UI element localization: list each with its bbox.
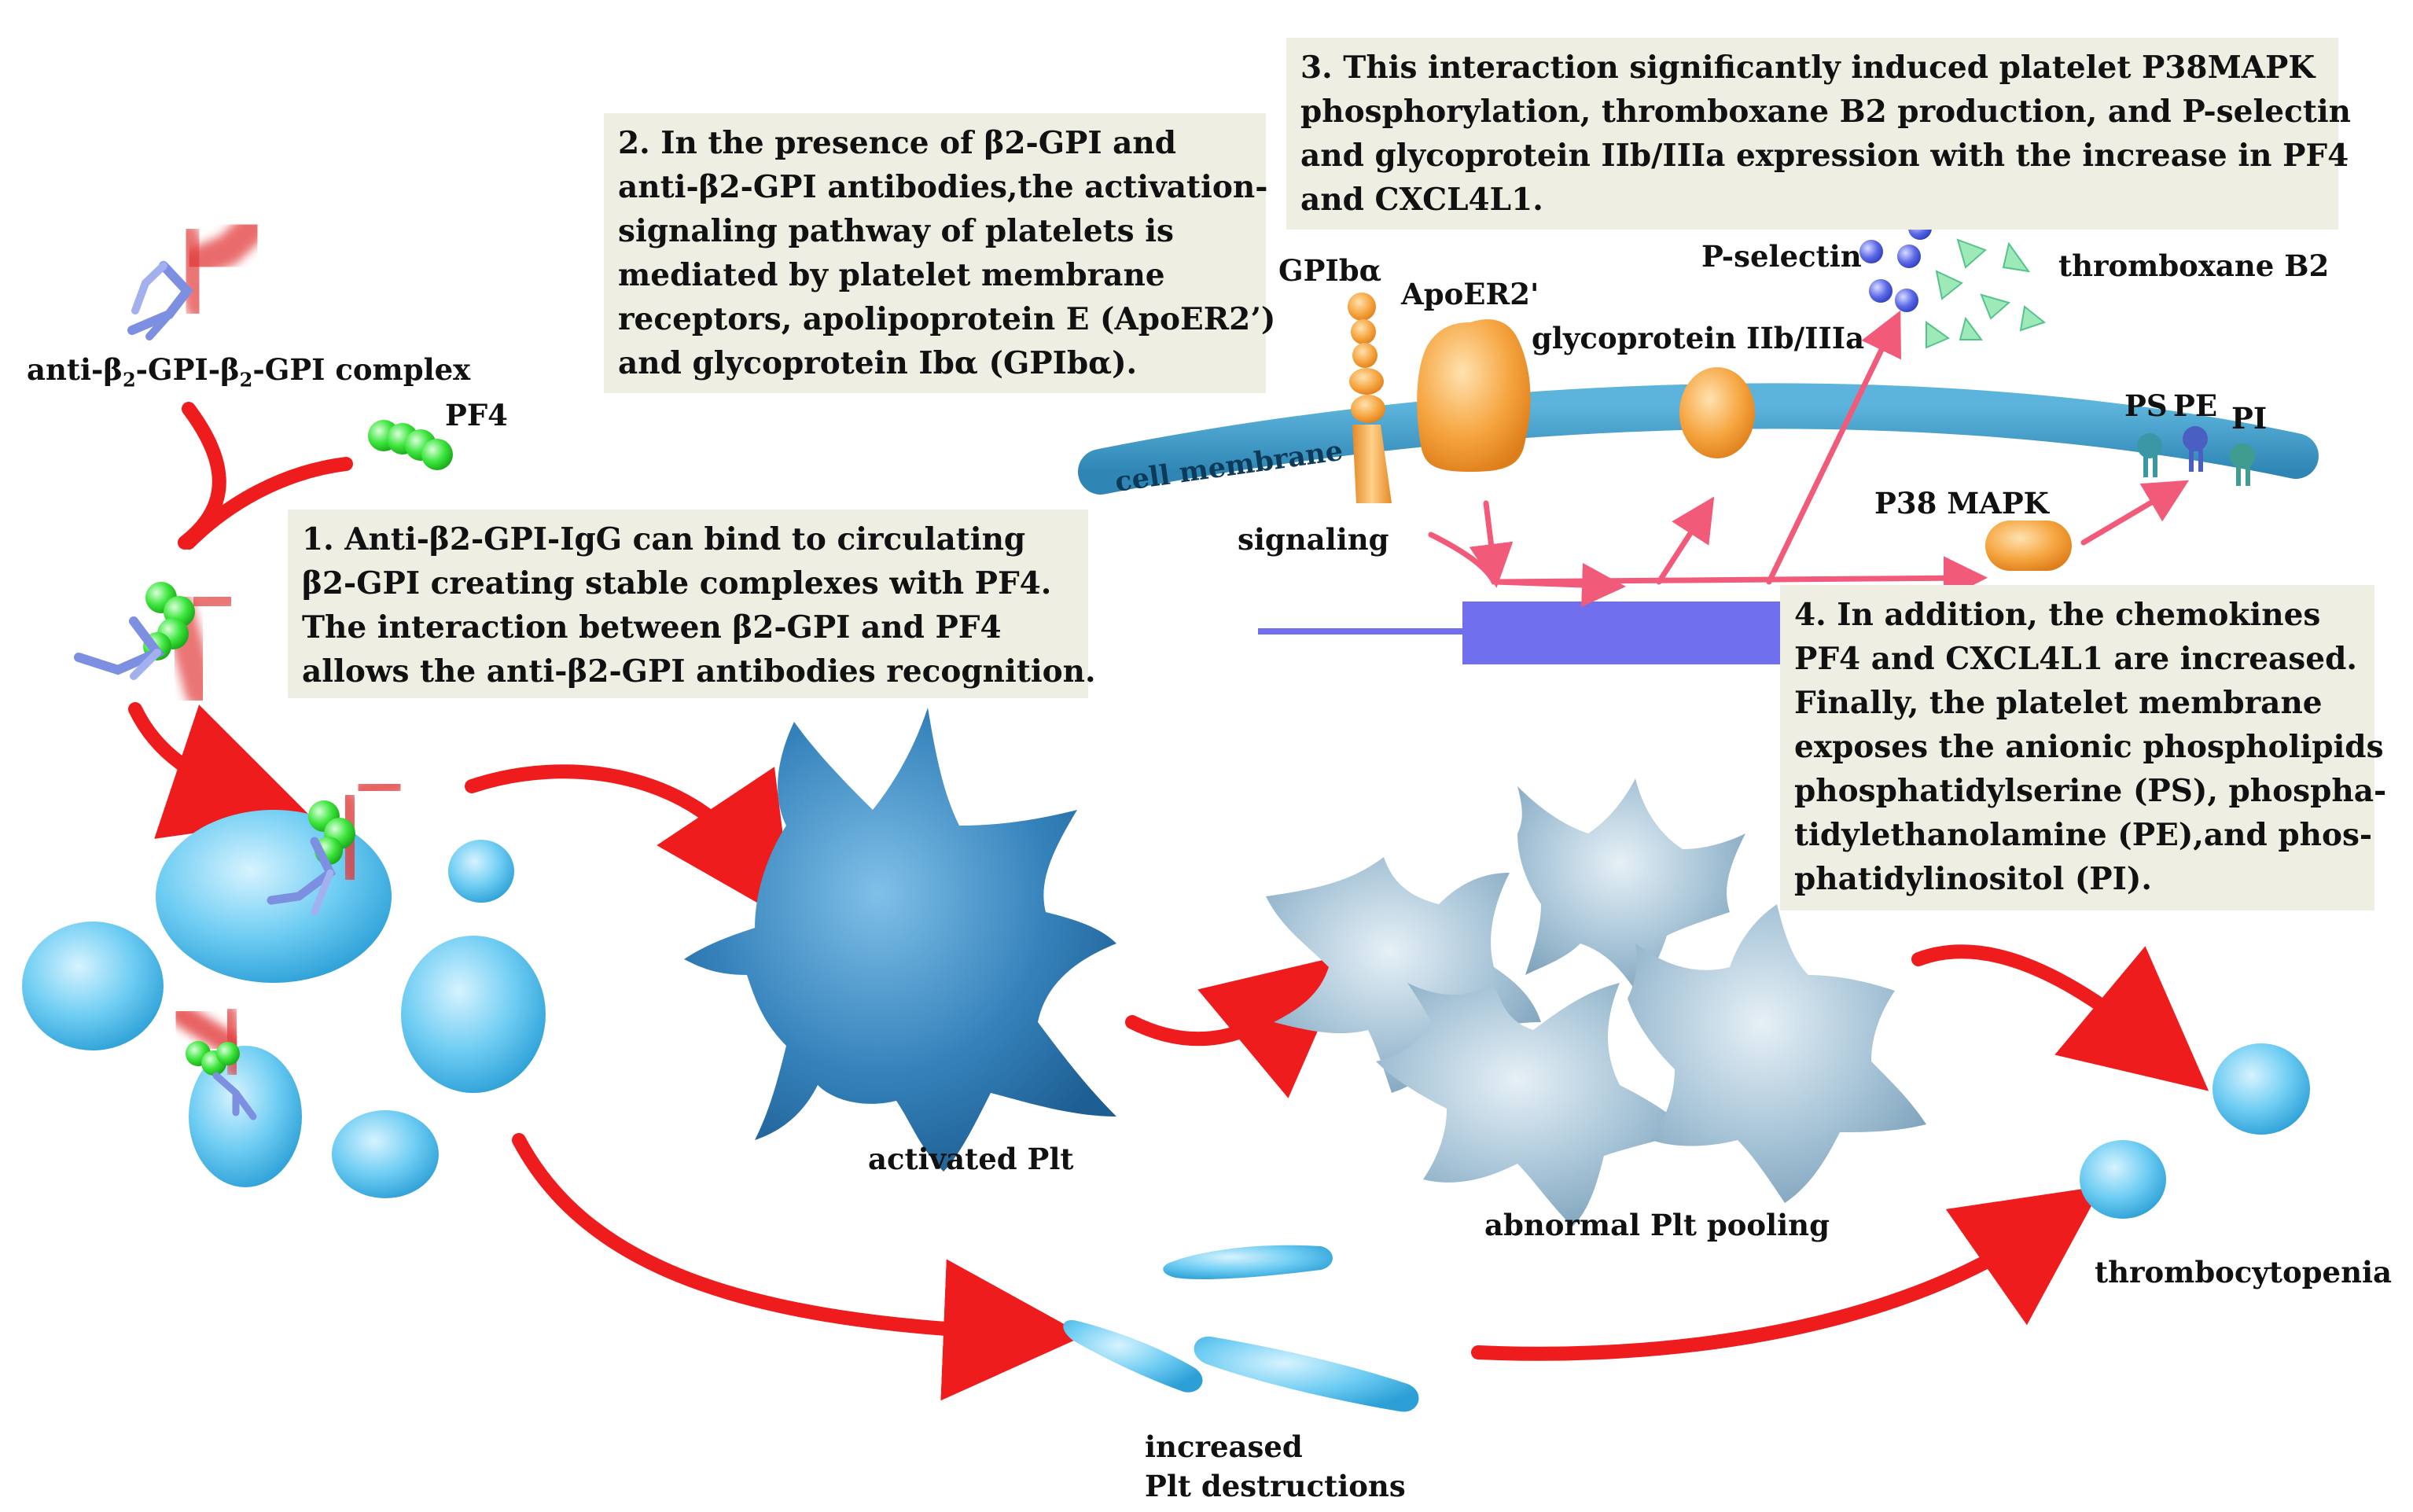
apoer2-receptor [1417, 319, 1531, 472]
step-1-box: 1. Anti-β2-GPI-IgG can bind to circulati… [288, 510, 1096, 698]
step-4-line-2: PF4 and CXCL4L1 are increased. [1794, 641, 2357, 677]
gp2b3a-label: glycoprotein IIb/IIIa [1532, 321, 1865, 355]
destruction-label-2: Plt destructions [1145, 1469, 1406, 1503]
pe-label: PE [2173, 388, 2218, 423]
step-3-box: 3. This interaction significantly induce… [1286, 38, 2352, 230]
pooling-label: abnormal Plt pooling [1484, 1208, 1830, 1242]
step-3-line-2: phosphorylation, thromboxane B2 producti… [1300, 94, 2352, 130]
activated-platelet-shape [684, 708, 1116, 1172]
step-4-line-7: phatidylinositol (PI). [1794, 861, 2152, 897]
step-4-line-6: tidylethanolamine (PE),and phos- [1794, 817, 2373, 853]
arrow-to-thrombocytopenia-2 [1471, 1186, 2102, 1361]
pf4-label: PF4 [445, 398, 508, 432]
thromboxane-label: thromboxane B2 [2058, 248, 2330, 283]
phospholipids [2137, 426, 2255, 486]
arrow-to-pooling [1125, 953, 1352, 1098]
pselectin-label: P-selectin [1701, 239, 1862, 274]
destroyed-platelet-fragments [1063, 1245, 1419, 1412]
step-2-line-6: and glycoprotein Ibα (GPIbα). [618, 345, 1138, 381]
gpib-receptor [1348, 292, 1392, 503]
activated-label: activated Plt [868, 1142, 1074, 1176]
step-2-box: 2. In the presence of β2-GPI and anti-β2… [604, 113, 1276, 393]
step-2-line-2: anti-β2-GPI antibodies,the activation- [618, 169, 1268, 205]
pi-label: PI [2231, 401, 2268, 436]
platelet-bound-complex-2 [169, 1002, 257, 1120]
resting-platelets [22, 810, 546, 1198]
step-4-line-1: 4. In addition, the chemokines [1794, 597, 2321, 633]
destruction-label-1: increased [1145, 1429, 1303, 1464]
apoer2-label: ApoER2' [1401, 277, 1539, 311]
step-1-line-2: β2-GPI creating stable complexes with PF… [302, 565, 1052, 601]
pf4-bead-chain [368, 420, 453, 470]
step-1-line-1: 1. Anti-β2-GPI-IgG can bind to circulati… [302, 521, 1026, 557]
signal-bar [1462, 601, 1793, 664]
antibody-pf4-complex [74, 582, 242, 708]
step-3-line-3: and glycoprotein IIb/IIIa expression wit… [1300, 138, 2349, 174]
merge-arrow [178, 402, 353, 550]
step-4-line-3: Finally, the platelet membrane [1794, 685, 2323, 721]
step-2-line-4: mediated by platelet membrane [618, 257, 1165, 293]
step-2-line-1: 2. In the presence of β2-GPI and [618, 125, 1177, 161]
p38-label: P38 MAPK [1874, 486, 2049, 521]
ps-label: PS [2124, 388, 2168, 423]
step-2-line-5: receptors, apolipoprotein E (ApoER2’) [618, 301, 1276, 337]
signaling-arrows [1428, 310, 2190, 607]
thrombocytopenia-platelets [2080, 1043, 2310, 1219]
cell-membrane [1078, 383, 2319, 495]
antibody-complex-top [127, 212, 267, 340]
step-4-line-4: exposes the anionic phospholipids [1794, 729, 2384, 765]
arrow-to-activated [465, 764, 794, 924]
step-1-line-3: The interaction between β2-GPI and PF4 [302, 609, 1002, 646]
complex-label: anti-β2-GPI-β2-GPI complex [27, 352, 471, 392]
arrow-to-thrombocytopenia-1 [1911, 944, 2209, 1091]
arrow-to-destruction [512, 1133, 1085, 1401]
gpib-label: GPIbα [1278, 253, 1382, 288]
step-4-box: 4. In addition, the chemokines PF4 and C… [1780, 585, 2387, 911]
step-1-line-4: allows the anti-β2-GPI antibodies recogn… [302, 653, 1096, 690]
p38-mapk-protein [1985, 521, 2072, 571]
platelet-bound-complex [267, 773, 409, 916]
thromboxane-triangles [1926, 238, 2047, 349]
step-3-line-4: and CXCL4L1. [1300, 182, 1543, 218]
arrow-to-platelet [128, 702, 311, 839]
step-3-line-1: 3. This interaction significantly induce… [1300, 50, 2316, 86]
gp2b3a-receptor [1679, 367, 1755, 458]
signaling-label: signaling [1238, 522, 1389, 557]
step-4-line-5: phosphatidylserine (PS), phospha- [1794, 773, 2387, 809]
step-2-line-3: signaling pathway of platelets is [618, 213, 1174, 249]
thrombocytopenia-label: thrombocytopenia [2095, 1255, 2393, 1289]
pooled-platelets [1266, 778, 1926, 1227]
